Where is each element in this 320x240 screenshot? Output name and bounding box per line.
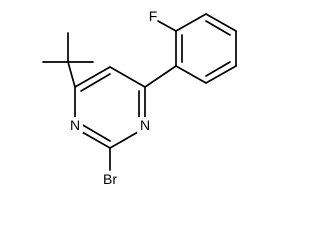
bond-ph-c5-c6-double (205, 61, 231, 77)
bond-ph-c3-c4-double (205, 20, 231, 36)
bond-ph-c2-c3 (175, 13, 207, 32)
bond-ph-c5-c6 (205, 65, 237, 84)
atom-labels: N N Br F (67, 8, 157, 187)
bond-tbu-to-ring (67, 61, 76, 88)
bond-c2-n3-double (80, 123, 111, 142)
fluorophenyl-ring (157, 13, 237, 84)
atom-label-bromine: Br (103, 171, 117, 187)
bond-ph-c6-c1 (175, 65, 207, 84)
atom-label-fluorine: F (149, 8, 158, 24)
bond-c4-c5 (74, 66, 111, 88)
bond-ph-c2-f (157, 20, 177, 32)
bond-ph-c3-c4 (205, 13, 237, 32)
chemical-structure-diagram: N N Br F (42, 8, 237, 187)
bond-c6-phenyl (144, 65, 177, 88)
pyrimidine-ring (74, 65, 177, 171)
bond-c5-c6 (109, 66, 146, 88)
bond-c4-c5-double (80, 73, 111, 92)
atom-label-nitrogen-right: N (140, 117, 150, 133)
tert-butyl-group (42, 32, 94, 88)
atom-label-nitrogen-left: N (70, 117, 80, 133)
